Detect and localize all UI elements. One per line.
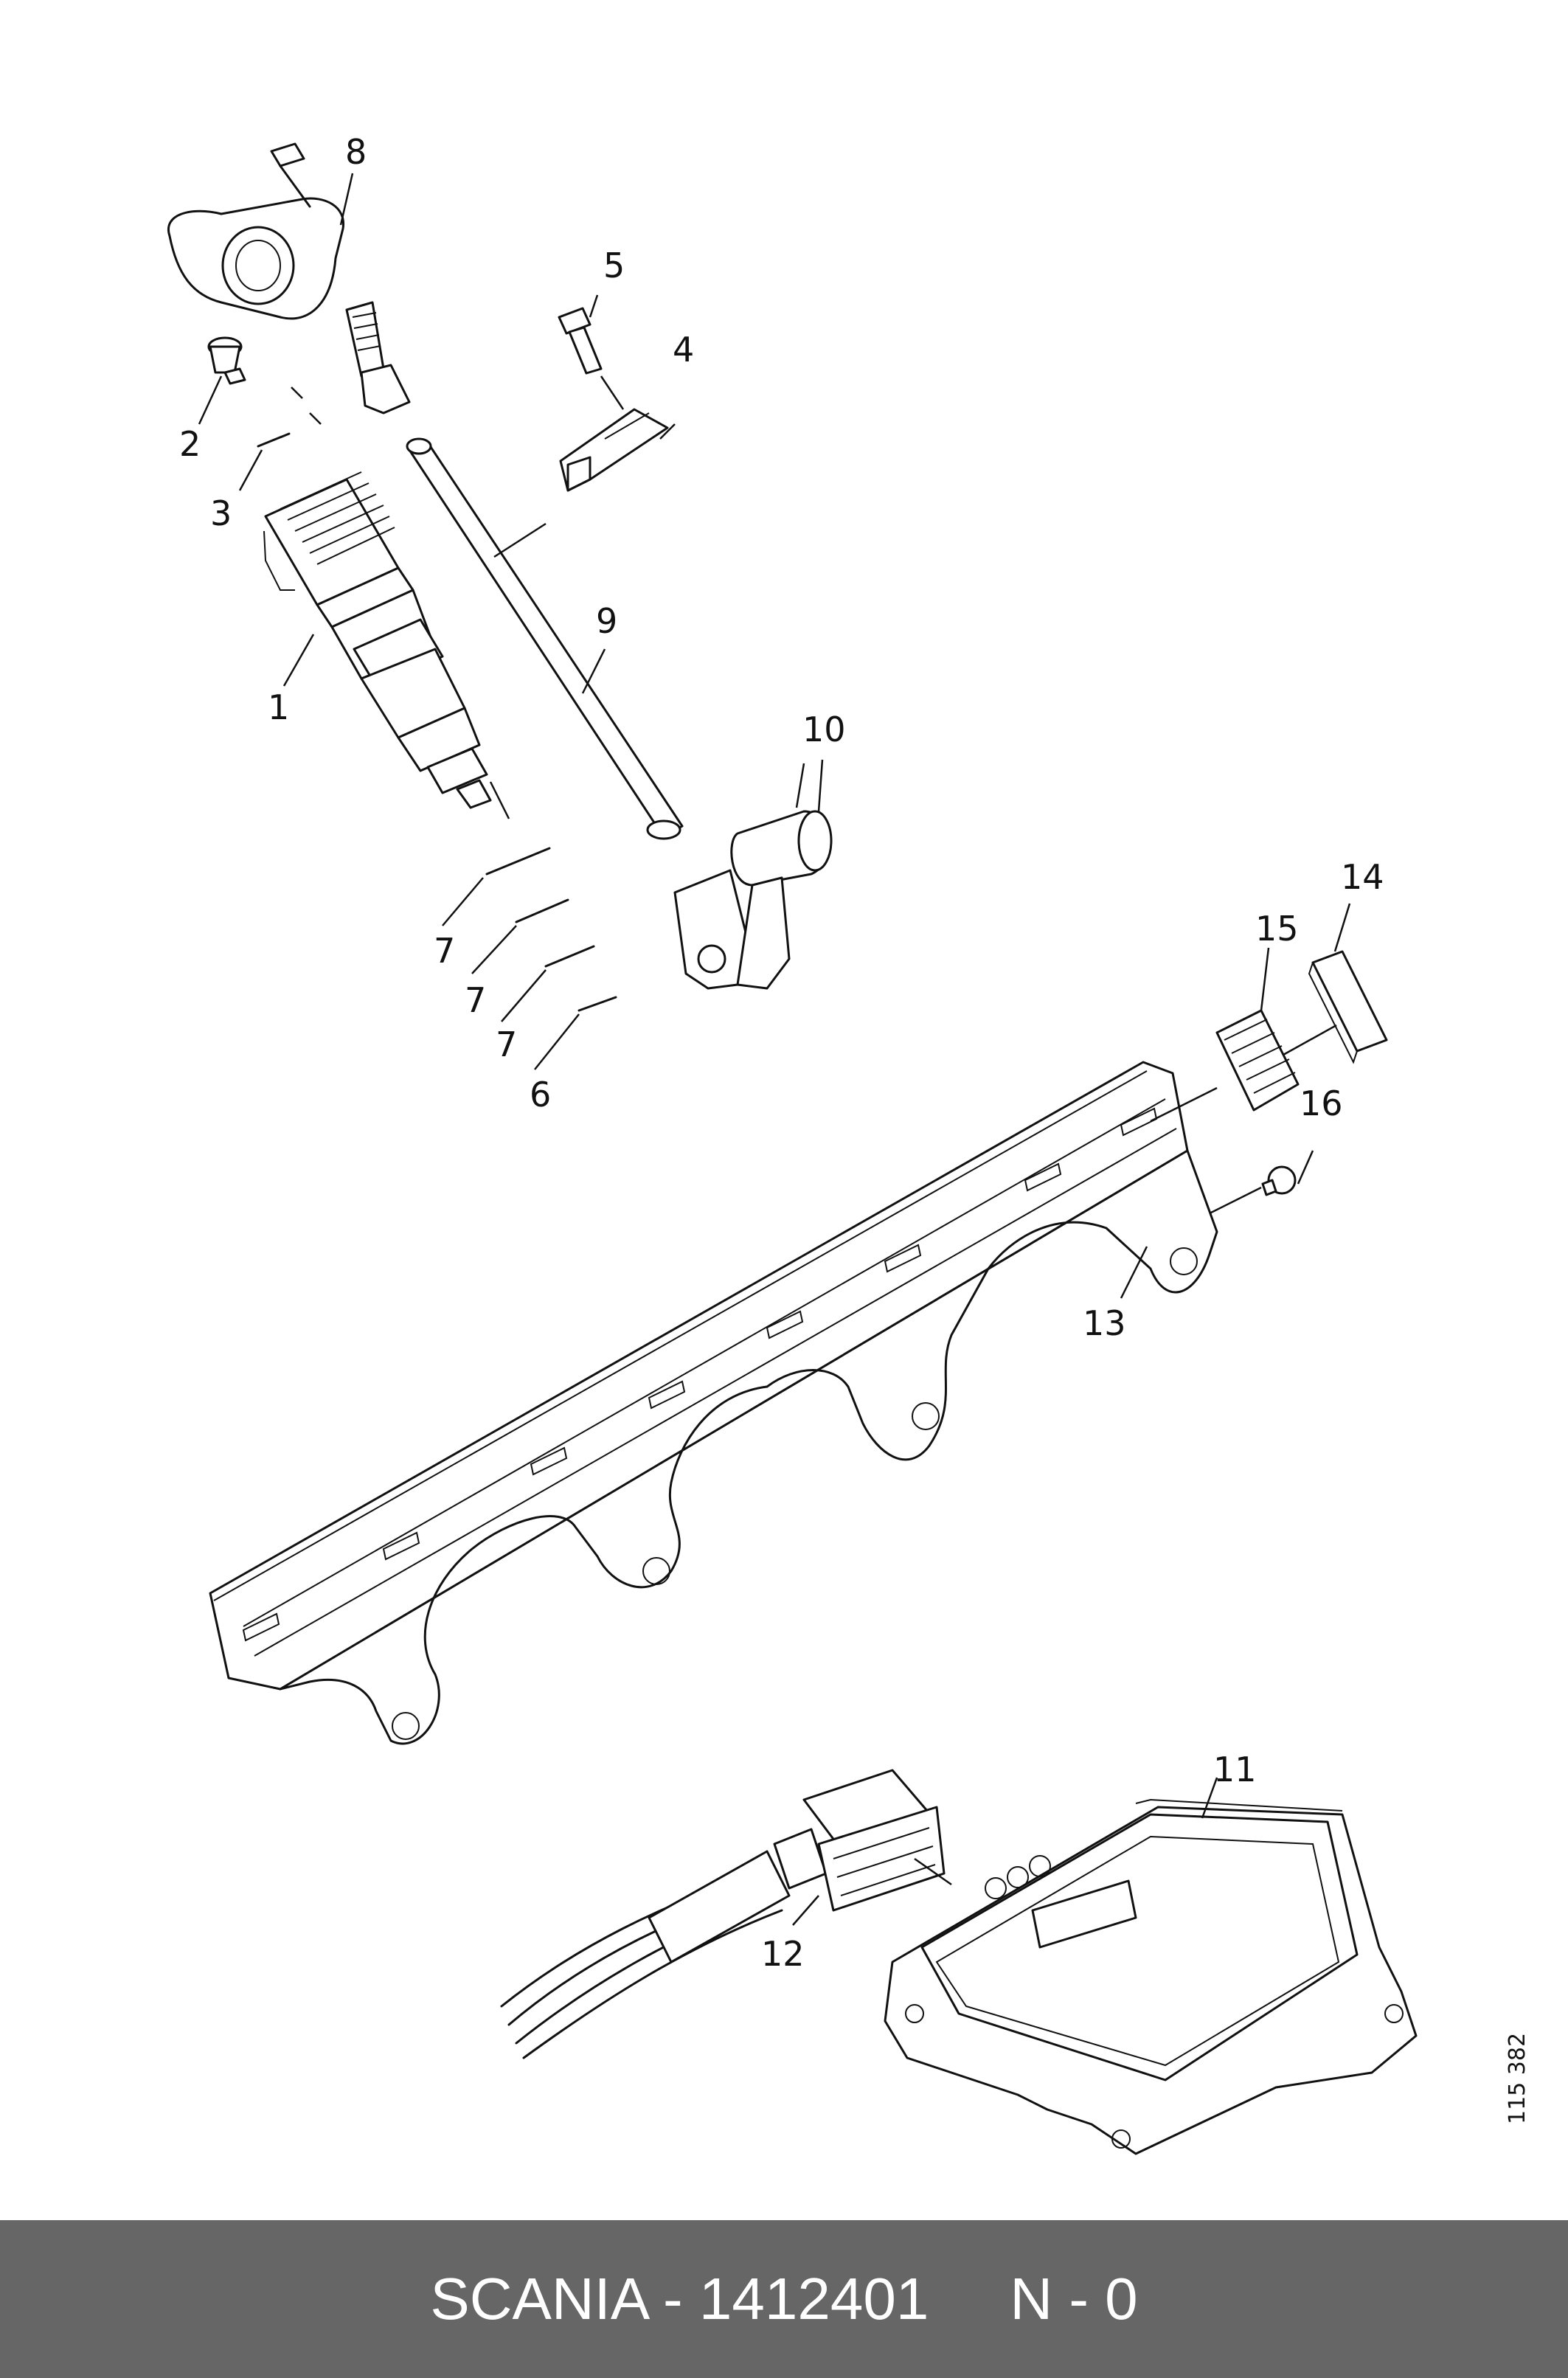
- callout-11: 11: [1213, 1750, 1257, 1789]
- callout-13: 13: [1083, 1303, 1126, 1343]
- callout-16: 16: [1300, 1084, 1343, 1123]
- callout-12: 12: [761, 1934, 805, 1974]
- valve-bridge-part: [207, 336, 246, 385]
- callout-8: 8: [345, 132, 367, 172]
- fuel-rail-part: [209, 1061, 1218, 1745]
- callout-4: 4: [673, 330, 694, 370]
- seal-rings-part: [485, 847, 617, 1012]
- callout-7a: 7: [434, 931, 455, 971]
- screw-part: [1261, 1165, 1297, 1196]
- footer-code: N - 0: [1010, 2266, 1138, 2332]
- connector-cover-part: [1308, 950, 1388, 1064]
- callout-2: 2: [179, 424, 201, 464]
- unit-injector-part: [263, 471, 492, 809]
- callout-15: 15: [1255, 909, 1299, 949]
- exploded-parts-diagram: 1 2 3 4 5 6 7 7 7 8 9 10 11 12 13 14 15 …: [167, 132, 1418, 2155]
- leader-lines: [198, 173, 1351, 1926]
- callout-1: 1: [268, 687, 289, 727]
- o-ring-part: [257, 432, 291, 448]
- callout-5: 5: [603, 246, 625, 285]
- callout-7c: 7: [496, 1025, 517, 1064]
- callout-14: 14: [1341, 857, 1384, 897]
- footer-bar: SCANIA - 1412401 N - 0: [0, 2220, 1568, 2378]
- callout-7b: 7: [465, 980, 486, 1020]
- callout-3: 3: [210, 493, 232, 533]
- footer-part-number: SCANIA - 1412401: [430, 2266, 929, 2332]
- control-unit-part: [884, 1798, 1418, 2155]
- clamp-part: [559, 408, 669, 492]
- bolt-part: [558, 307, 603, 375]
- roller-follower-part: [673, 810, 833, 990]
- callout-6: 6: [530, 1075, 551, 1115]
- wiring-harness-part: [500, 1769, 946, 2059]
- connector-plug-part: [1215, 1009, 1300, 1112]
- drawing-reference-number: 115 382: [1505, 2032, 1530, 2124]
- push-rod-part: [406, 437, 684, 840]
- callout-9: 9: [596, 601, 617, 641]
- rocker-arm-part: [167, 142, 411, 415]
- callout-10: 10: [802, 710, 846, 749]
